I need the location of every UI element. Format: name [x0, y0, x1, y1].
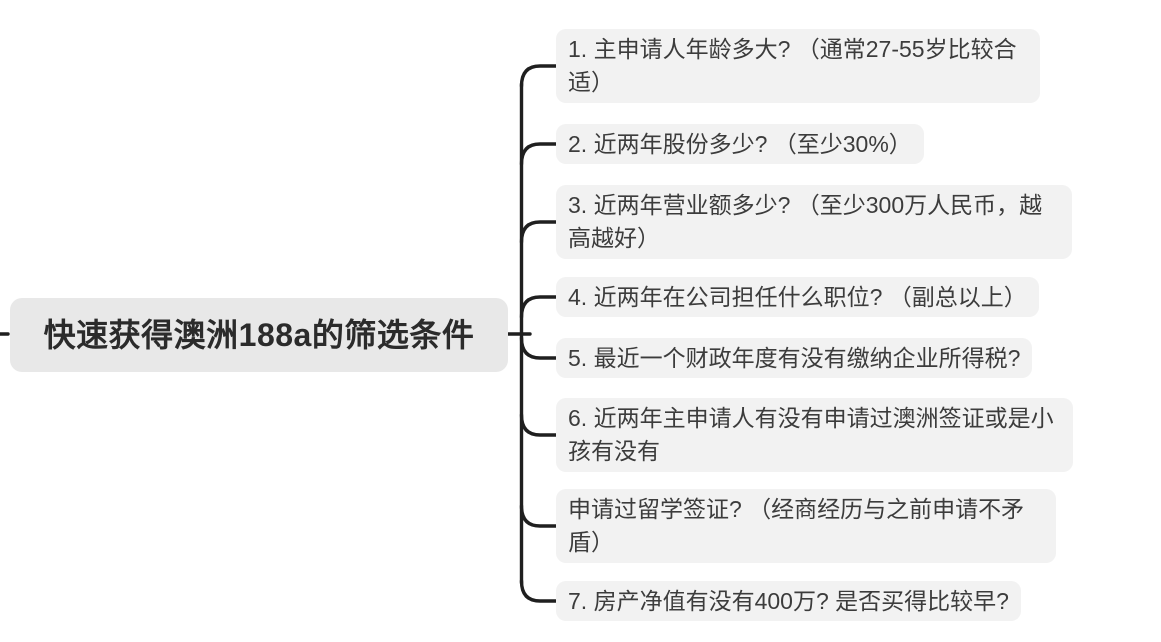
branch-node-position[interactable]: 4. 近两年在公司担任什么职位? （副总以上）: [556, 277, 1039, 317]
connector-branch-5: [519, 336, 558, 360]
branch-node-visa-history[interactable]: 6. 近两年主申请人有没有申请过澳洲签证或是小孩有没有: [556, 398, 1073, 472]
branch-node-property-value[interactable]: 7. 房产净值有没有400万? 是否买得比较早?: [556, 581, 1021, 621]
branch-node-shares[interactable]: 2. 近两年股份多少? （至少30%）: [556, 124, 924, 164]
connector-branch-8: [519, 579, 558, 603]
connector-branch-2: [519, 142, 558, 166]
branch-node-student-visa[interactable]: 申请过留学签证? （经商经历与之前申请不矛盾）: [556, 489, 1056, 563]
branch-node-age[interactable]: 1. 主申请人年龄多大? （通常27-55岁比较合适）: [556, 29, 1040, 103]
connector-branch-4: [519, 295, 558, 319]
connector-branch-3: [519, 220, 558, 244]
branch-node-corporate-tax[interactable]: 5. 最近一个财政年度有没有缴纳企业所得税?: [556, 338, 1033, 378]
connector-branch-1: [519, 64, 558, 88]
branch-node-turnover[interactable]: 3. 近两年营业额多少? （至少300万人民币，越高越好）: [556, 185, 1072, 259]
root-topic-node[interactable]: 快速获得澳洲188a的筛选条件: [10, 298, 508, 372]
connector-branch-7: [519, 504, 558, 528]
connector-branch-6: [519, 413, 558, 437]
